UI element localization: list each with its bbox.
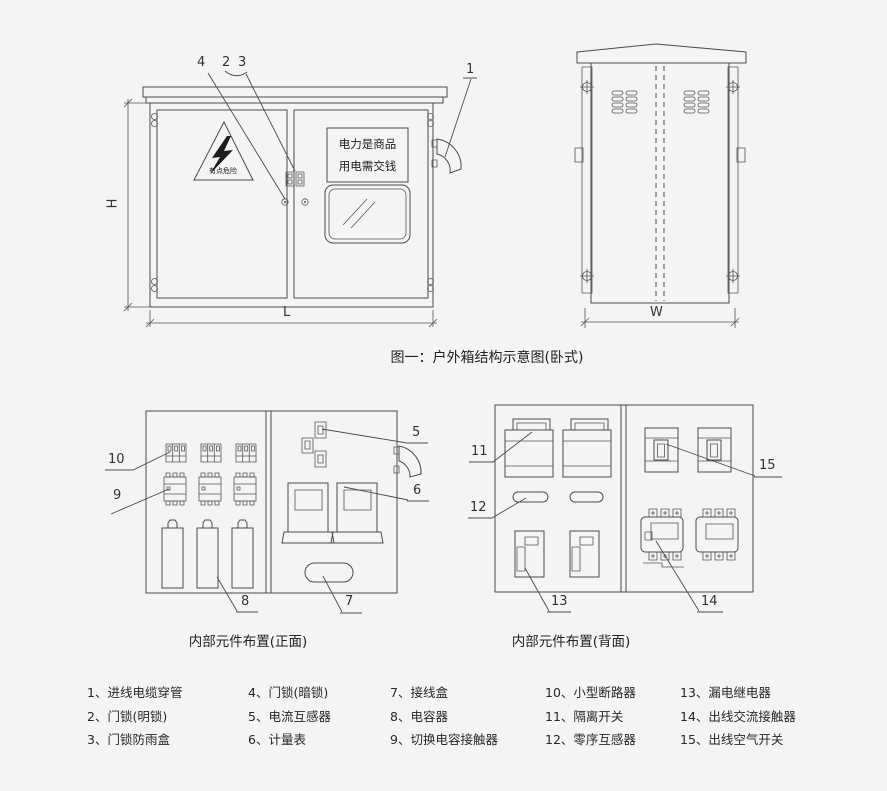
callout-9: 9 (113, 488, 122, 503)
hinge (152, 114, 434, 292)
door-split-line (656, 66, 664, 301)
cabinet-body (150, 103, 433, 307)
callout-8: 8 (241, 594, 250, 609)
legend-column-5: 13、漏电继电器 14、出线交流接触器 15、出线空气开关 (680, 681, 796, 752)
legend-item: 6、计量表 (248, 732, 306, 748)
callout-7: 7 (345, 594, 354, 609)
front-layout-drawing (105, 411, 429, 613)
back-layout-caption: 内部元件布置(背面) (511, 634, 631, 650)
roof (577, 44, 746, 63)
dimension-h (124, 99, 150, 311)
callout-5: 5 (412, 425, 421, 440)
callout-14: 14 (701, 594, 718, 609)
warning-triangle-text: 有点危险 (209, 167, 237, 175)
leader-line (105, 429, 429, 613)
callout-1: 1 (466, 62, 475, 77)
legend-item: 15、出线空气开关 (680, 732, 784, 748)
lock-screw (282, 199, 308, 205)
mini-breaker (166, 444, 256, 462)
legend-item: 9、切换电容接触器 (390, 732, 498, 748)
inspection-window (325, 185, 410, 243)
callout-13: 13 (551, 594, 568, 609)
bolt (580, 80, 740, 283)
front-view-drawing (124, 71, 477, 327)
cabinet-side-body (591, 63, 729, 303)
door-sign-line1: 电力是商品 (338, 137, 397, 151)
dimension-label-w: W (650, 305, 663, 320)
legend-column-1: 1、进线电缆穿管 2、门锁(明锁) 3、门锁防雨盒 (87, 681, 182, 752)
isolator-switch (505, 419, 611, 477)
dimension-label-h: H (105, 198, 121, 209)
callout-2: 2 (222, 55, 231, 70)
legend-item: 11、隔离开关 (545, 708, 624, 724)
legend-item: 3、门锁防雨盒 (87, 732, 170, 748)
warning-triangle-icon (194, 122, 253, 180)
callout-12: 12 (470, 500, 487, 515)
right-door (294, 110, 428, 298)
side-view-drawing (575, 44, 746, 328)
legend-column-4: 10、小型断路器 11、隔离开关 12、零序互感器 (545, 681, 636, 752)
switch-contactor (164, 473, 256, 505)
panel-divider (621, 405, 626, 592)
legend-item: 4、门锁(暗锁) (248, 685, 329, 700)
figure1-caption: 图一：户外箱结构示意图(卧式) (390, 350, 584, 366)
door-sign-line2: 用电需交钱 (338, 159, 397, 173)
cable-conduit (432, 139, 461, 173)
dimension-l (146, 310, 437, 327)
legend-item: 12、零序互感器 (545, 732, 636, 748)
callout-3: 3 (238, 55, 247, 70)
panel-divider (266, 411, 271, 593)
legend-item: 1、进线电缆穿管 (87, 685, 183, 700)
roof (143, 87, 447, 97)
door-sign (327, 128, 408, 182)
ac-contactor (641, 509, 738, 567)
dimension-w (581, 308, 739, 328)
legend-item: 2、门锁(明锁) (87, 708, 168, 724)
leakage-relay (515, 531, 599, 577)
door-sign-text: 电力是商品 用电需交钱 (327, 128, 408, 182)
leader-line (208, 71, 477, 199)
zero-sequence-ct (513, 492, 603, 502)
dimension-label-l: L (283, 305, 291, 320)
lightning-bolt-icon (210, 136, 233, 174)
callout-6: 6 (413, 483, 422, 498)
door-lock (286, 172, 304, 186)
front-layout-caption: 内部元件布置(正面) (188, 634, 308, 650)
callout-4: 4 (197, 55, 206, 70)
legend-item: 13、漏电继电器 (680, 685, 771, 700)
panel (495, 405, 753, 592)
leader-line (468, 432, 782, 612)
legend-item: 10、小型断路器 (545, 685, 636, 700)
legend-item: 7、接线盒 (390, 685, 448, 700)
callout-15: 15 (759, 458, 776, 473)
legend-item: 5、电流互感器 (248, 708, 331, 724)
callout-11: 11 (471, 444, 488, 459)
meter (282, 483, 383, 543)
back-layout-drawing (468, 405, 782, 612)
cable-conduit (394, 446, 421, 477)
legend-column-2: 4、门锁(暗锁) 5、电流互感器 6、计量表 (248, 681, 331, 752)
junction-box (305, 563, 353, 582)
air-switch (645, 428, 731, 472)
legend-item: 14、出线交流接触器 (680, 708, 796, 724)
legend-column-3: 7、接线盒 8、电容器 9、切换电容接触器 (390, 681, 498, 752)
vent-louvers (612, 91, 709, 113)
capacitor (162, 520, 253, 588)
callout-10: 10 (108, 452, 125, 467)
legend-item: 8、电容器 (390, 708, 448, 724)
left-door (157, 110, 287, 298)
